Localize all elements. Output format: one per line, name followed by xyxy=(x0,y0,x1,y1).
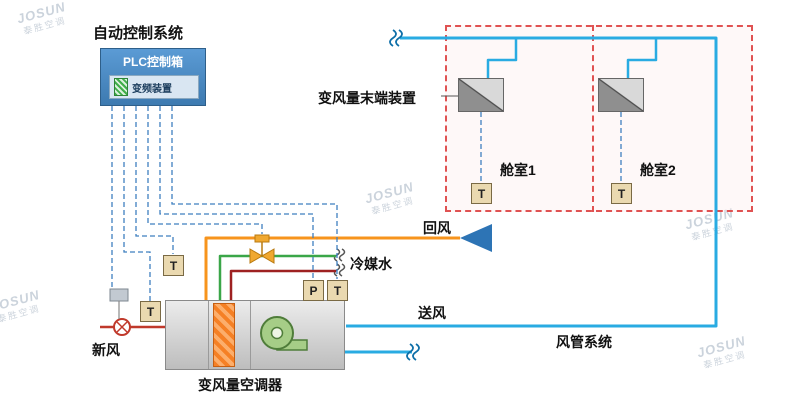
cabin-zone-divider xyxy=(592,25,594,212)
supply-duct-line xyxy=(345,36,718,354)
return-air-label: 回风 xyxy=(423,220,451,236)
frequency-converter-icon xyxy=(114,78,128,96)
chilled-water-label: 冷媒水 xyxy=(350,256,392,272)
cooling-coil-icon xyxy=(213,303,235,367)
frequency-converter-label: 变频装置 xyxy=(132,83,172,95)
fresh-air-label: 新风 xyxy=(92,342,120,358)
duct-system-label: 风管系统 xyxy=(556,334,612,350)
return-air-diffuser-icon xyxy=(460,224,492,252)
plc-control-box: PLC控制箱 变频装置 xyxy=(100,48,206,106)
frequency-converter: 变频装置 xyxy=(109,75,199,99)
cabin-zone xyxy=(445,25,753,212)
return-temp-sensor: T xyxy=(163,255,184,276)
cabin1-label: 舱室1 xyxy=(500,162,536,178)
cabin1-temp-sensor: T xyxy=(471,183,492,204)
ahu-section-divider xyxy=(208,301,209,369)
ahu-label: 变风量空调器 xyxy=(198,377,282,393)
pressure-sensor: P xyxy=(303,280,324,301)
ahu-unit xyxy=(165,300,345,370)
fan-icon xyxy=(260,316,308,351)
control-signal-lines xyxy=(111,106,622,301)
vav-terminal-unit-2 xyxy=(598,78,644,112)
return-air-line xyxy=(204,224,492,300)
plc-label: PLC控制箱 xyxy=(122,55,183,69)
fresh-air-valve-icon xyxy=(113,318,131,336)
page-title: 自动控制系统 xyxy=(93,25,184,42)
terminal-branch-ducts xyxy=(486,38,658,78)
supply-temp-sensor: T xyxy=(327,280,348,301)
freshair-temp-sensor: T xyxy=(140,301,161,322)
ahu-section-divider xyxy=(250,301,251,369)
cabin2-label: 舱室2 xyxy=(640,162,676,178)
terminal-device-label: 变风量末端装置 xyxy=(318,90,416,106)
supply-air-label: 送风 xyxy=(418,305,446,321)
pipe-break-icon xyxy=(389,29,420,361)
chilled-water-lines xyxy=(218,254,336,300)
cabin2-temp-sensor: T xyxy=(611,183,632,204)
vav-terminal-unit-1 xyxy=(458,78,504,112)
chilled-water-valve-icon xyxy=(249,234,275,264)
damper-actuator-icon xyxy=(109,288,129,319)
